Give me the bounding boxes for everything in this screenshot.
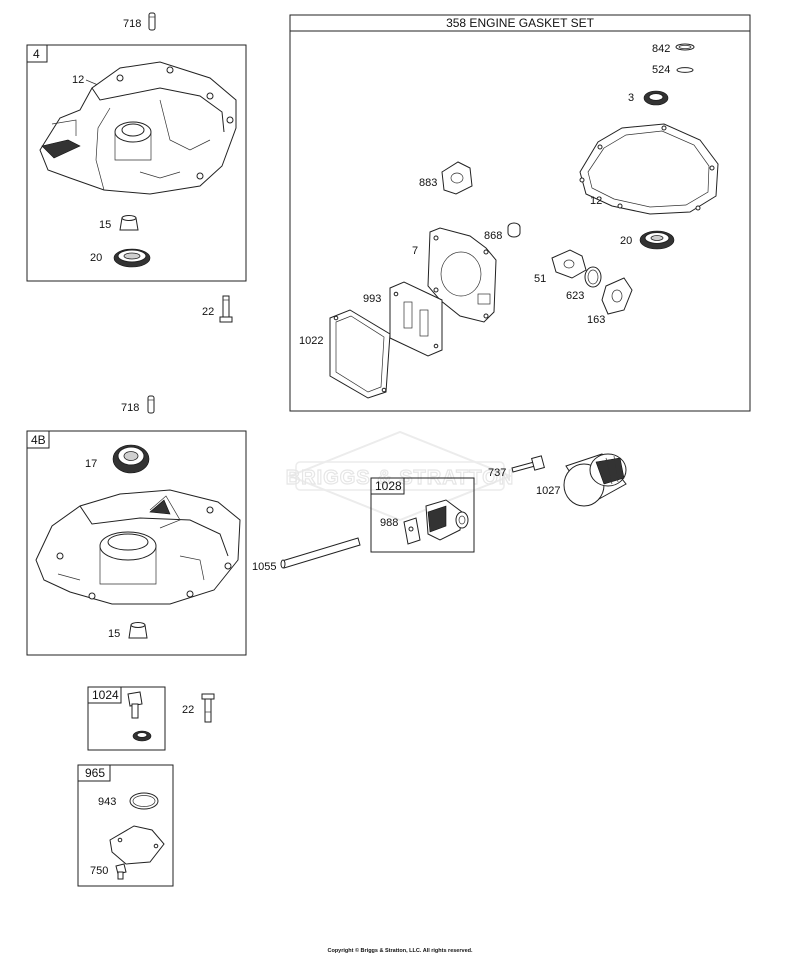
watermark-logo: BRIGGS & STRATTON: [285, 430, 514, 522]
label-15-box4: 15: [99, 219, 111, 231]
part-718-mid: 718: [121, 395, 155, 414]
box-4b: 4B 17 15: [26, 430, 247, 656]
crankcase-cover-4b: [35, 489, 241, 605]
label-623: 623: [566, 290, 584, 302]
box-1024-label: 1024: [92, 688, 119, 702]
part-1027-oil-filter: 1027: [536, 453, 627, 507]
part-1055: 1055: [252, 537, 361, 573]
label-842: 842: [652, 43, 670, 55]
label-12-gasket: 12: [590, 195, 602, 207]
label-1022: 1022: [299, 335, 323, 347]
label-22-top: 22: [202, 306, 214, 318]
gasket-set-box: 358 ENGINE GASKET SET 842 524 3 883 12 8…: [289, 14, 751, 412]
box-4b-label: 4B: [31, 433, 46, 447]
part-718-top: 718: [123, 12, 156, 31]
crankcase-gasket-12: [579, 123, 719, 215]
label-1027: 1027: [536, 485, 560, 497]
label-20-gasket: 20: [620, 235, 632, 247]
label-51: 51: [534, 273, 546, 285]
part-22-top: 22: [202, 295, 233, 323]
label-17: 17: [85, 458, 97, 470]
label-12-box4: 12: [72, 74, 84, 86]
copyright-text: Copyright © Briggs & Stratton, LLC. All …: [327, 947, 473, 954]
box-1024: 1024: [87, 686, 166, 751]
label-943: 943: [98, 796, 116, 808]
label-883: 883: [419, 177, 437, 189]
crankcase-cover-4: [39, 61, 237, 195]
label-15-box4b: 15: [108, 628, 120, 640]
label-993: 993: [363, 293, 381, 305]
label-737: 737: [488, 467, 506, 479]
box-965-label: 965: [85, 766, 105, 780]
label-868: 868: [484, 230, 502, 242]
part-22-lower: 22: [182, 693, 215, 723]
label-7: 7: [412, 245, 418, 257]
box-4: 4 12 15 20: [26, 44, 247, 282]
box-1028-label: 1028: [375, 479, 402, 493]
valve-cover-gasket-1022: [329, 309, 391, 399]
label-750: 750: [90, 865, 108, 877]
label-3: 3: [628, 92, 634, 104]
label-988: 988: [380, 517, 398, 529]
box-965: 965 943 750: [77, 764, 174, 887]
label-1055: 1055: [252, 561, 276, 573]
label-163: 163: [587, 314, 605, 326]
head-gasket-7: [427, 227, 497, 323]
gasket-set-title: 358 ENGINE GASKET SET: [446, 16, 595, 30]
part-737: 737: [488, 455, 545, 479]
label-524: 524: [652, 64, 670, 76]
label-22-lower: 22: [182, 704, 194, 716]
box-4-label: 4: [33, 47, 40, 61]
label-718-top: 718: [123, 18, 141, 30]
box-1028: 1028 988: [370, 477, 475, 553]
label-20-box4: 20: [90, 252, 102, 264]
label-718-mid: 718: [121, 402, 139, 414]
